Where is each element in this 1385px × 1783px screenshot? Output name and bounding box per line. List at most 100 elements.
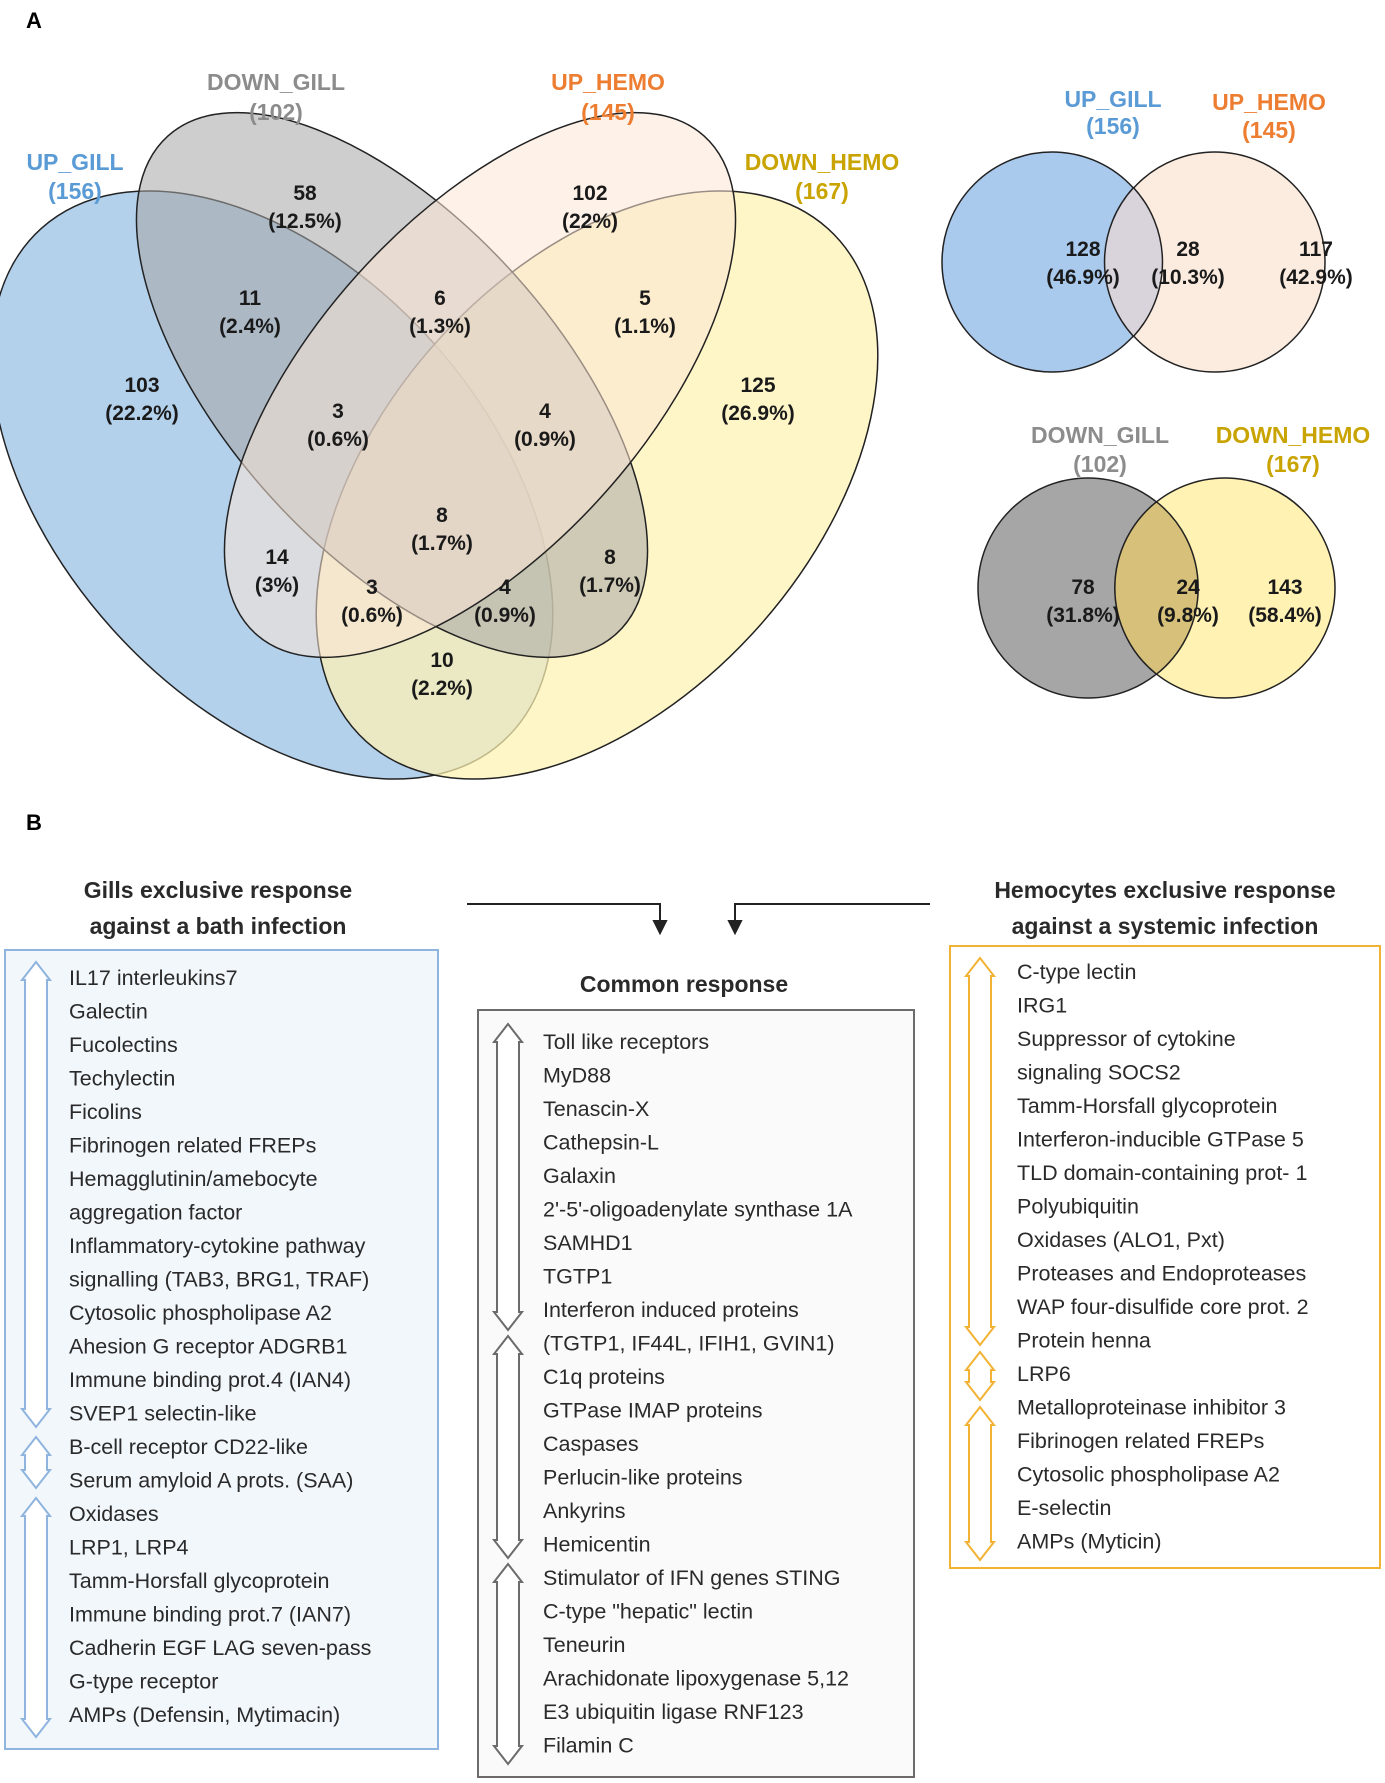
gills-gene-list: IL17 interleukins7GalectinFucolectinsTec… xyxy=(69,966,371,1727)
set-count-down-hemo: (167) xyxy=(795,178,849,204)
venn4-region-count: 4 xyxy=(539,400,551,423)
common-title: Common response xyxy=(580,971,788,997)
venn-down-left-name: DOWN_GILL xyxy=(1031,422,1169,448)
gene-list-item: B-cell receptor CD22-like xyxy=(69,1435,308,1459)
gene-list-item: AMPs (Myticin) xyxy=(1017,1530,1162,1554)
venn-up-region-percent: (46.9%) xyxy=(1046,266,1120,289)
gene-list-item: Suppressor of cytokine xyxy=(1017,1027,1236,1051)
gene-list-item: IL17 interleukins7 xyxy=(69,966,238,990)
regulation-arrows xyxy=(19,956,997,1766)
venn4-region-percent: (1.7%) xyxy=(411,532,473,555)
venn4-region-count: 58 xyxy=(293,182,317,205)
panel-a-label: A xyxy=(26,8,42,33)
venn4-region-percent: (2.2%) xyxy=(411,677,473,700)
gene-list-item: E3 ubiquitin ligase RNF123 xyxy=(543,1700,804,1724)
venn-down-region-percent: (58.4%) xyxy=(1248,604,1322,627)
venn4-region-percent: (1.7%) xyxy=(579,574,641,597)
hemo-box xyxy=(949,945,1381,1569)
gene-list-item: SVEP1 selectin-like xyxy=(69,1402,257,1426)
up-down-arrow-icon xyxy=(491,1562,525,1766)
up-down-arrow-icon xyxy=(19,1496,53,1739)
venn4-region-percent: (0.9%) xyxy=(474,604,536,627)
venn4-region-count: 102 xyxy=(572,182,607,205)
venn4-region-percent: (12.5%) xyxy=(268,210,342,233)
set-count-up-hemo: (145) xyxy=(581,99,635,125)
gene-list-item: Tamm-Horsfall glycoprotein xyxy=(69,1569,329,1593)
venn-down-left-count: (102) xyxy=(1073,451,1127,477)
gene-list-item: G-type receptor xyxy=(69,1670,218,1694)
venn4-region-count: 125 xyxy=(740,374,775,397)
venn-up-region-count: 128 xyxy=(1065,238,1100,261)
gene-list-item: Protein henna xyxy=(1017,1329,1151,1353)
venn-down-region-count: 78 xyxy=(1071,576,1095,599)
venn-up-diagram: UP_GILL (156) UP_HEMO (145) xyxy=(941,86,1326,373)
gene-list-item: Polyubiquitin xyxy=(1017,1195,1139,1219)
gene-list-item: Galectin xyxy=(69,1000,148,1024)
up-down-arrow-icon xyxy=(963,956,997,1347)
set-label-down-hemo: DOWN_HEMO xyxy=(745,149,900,175)
set-label-up-gill: UP_GILL xyxy=(26,149,123,175)
gene-list-item: (TGTP1, IF44L, IFIH1, GVIN1) xyxy=(543,1332,835,1356)
venn4-region-percent: (0.6%) xyxy=(341,604,403,627)
common-box xyxy=(477,1009,915,1778)
gene-list-item: Toll like receptors xyxy=(543,1030,709,1054)
up-down-arrow-icon xyxy=(19,1435,53,1490)
gene-list-item: Tenascin-X xyxy=(543,1097,649,1121)
arrow-down-icon xyxy=(727,920,743,936)
gills-title-line2: against a bath infection xyxy=(90,913,347,939)
gene-list-item: C-type lectin xyxy=(1017,960,1137,984)
gene-list-item: TLD domain-containing prot- 1 xyxy=(1017,1161,1307,1185)
venn4-region-percent: (1.3%) xyxy=(409,315,471,338)
gene-list-item: IRG1 xyxy=(1017,994,1067,1018)
gene-list-item: E-selectin xyxy=(1017,1496,1111,1520)
venn4-ellipse-up-hemo xyxy=(223,111,737,659)
gene-list-item: Cytosolic phospholipase A2 xyxy=(1017,1463,1280,1487)
gene-list-item: Tamm-Horsfall glycoprotein xyxy=(1017,1094,1277,1118)
venn-up-right-name: UP_HEMO xyxy=(1212,89,1326,115)
gene-list-item: Perlucin-like proteins xyxy=(543,1466,743,1490)
gene-list-item: Arachidonate lipoxygenase 5,12 xyxy=(543,1667,849,1691)
connector-arrows xyxy=(467,903,930,936)
gills-title-line1: Gills exclusive response xyxy=(84,877,352,903)
gene-list-item: Inflammatory-cytokine pathway xyxy=(69,1234,366,1258)
venn-down-region-count: 143 xyxy=(1267,576,1302,599)
venn-down-region-labels: 78(31.8%)24(9.8%)143(58.4%) xyxy=(1046,576,1322,627)
up-down-arrow-icon xyxy=(963,1405,997,1562)
gene-list-item: LRP1, LRP4 xyxy=(69,1536,189,1560)
venn4-region-count: 4 xyxy=(499,576,511,599)
gene-list-item: Fibrinogen related FREPs xyxy=(1017,1429,1264,1453)
venn4-region-count: 103 xyxy=(124,374,159,397)
venn-up-region-count: 28 xyxy=(1176,238,1200,261)
venn4-region-count: 6 xyxy=(434,287,446,310)
panel-b-label: B xyxy=(26,810,42,835)
venn4-region-count: 10 xyxy=(430,649,453,672)
venn4-region-percent: (0.6%) xyxy=(307,428,369,451)
gene-list-item: Interferon-inducible GTPase 5 xyxy=(1017,1128,1304,1152)
gene-list-item: Proteases and Endoproteases xyxy=(1017,1262,1306,1286)
set-label-down-gill: DOWN_GILL xyxy=(207,69,345,95)
gene-list-item: C-type "hepatic" lectin xyxy=(543,1600,753,1624)
venn4-region-percent: (26.9%) xyxy=(721,402,795,425)
venn-down-overlap xyxy=(1114,500,1199,676)
gene-list-item: Ankyrins xyxy=(543,1499,625,1523)
common-gene-list: Toll like receptorsMyD88Tenascin-XCathep… xyxy=(543,1030,853,1758)
venn-up-region-labels: 128(46.9%)28(10.3%)117(42.9%) xyxy=(1046,238,1353,289)
gene-list-item: Oxidases (ALO1, Pxt) xyxy=(1017,1228,1225,1252)
venn-up-region-count: 117 xyxy=(1299,238,1333,261)
venn4-region-percent: (2.4%) xyxy=(219,315,281,338)
gene-list-item: signaling SOCS2 xyxy=(1017,1061,1181,1085)
set-label-up-hemo: UP_HEMO xyxy=(551,69,665,95)
gene-list-item: Serum amyloid A prots. (SAA) xyxy=(69,1469,353,1493)
gene-list-item: Interferon induced proteins xyxy=(543,1298,799,1322)
gene-list-item: Cytosolic phospholipase A2 xyxy=(69,1301,332,1325)
gene-list-item: Cadherin EGF LAG seven-pass xyxy=(69,1636,371,1660)
gene-list-item: WAP four-disulfide core prot. 2 xyxy=(1017,1295,1309,1319)
venn-down-region-percent: (31.8%) xyxy=(1046,604,1120,627)
venn4-region-count: 11 xyxy=(239,287,262,310)
gene-list-item: Metalloproteinase inhibitor 3 xyxy=(1017,1396,1286,1420)
venn4-region-percent: (3%) xyxy=(255,574,299,597)
venn-up-right-count: (145) xyxy=(1242,117,1296,143)
venn-up-left-count: (156) xyxy=(1086,113,1140,139)
venn-down-region-count: 24 xyxy=(1176,576,1200,599)
up-down-arrow-icon xyxy=(491,1334,525,1560)
